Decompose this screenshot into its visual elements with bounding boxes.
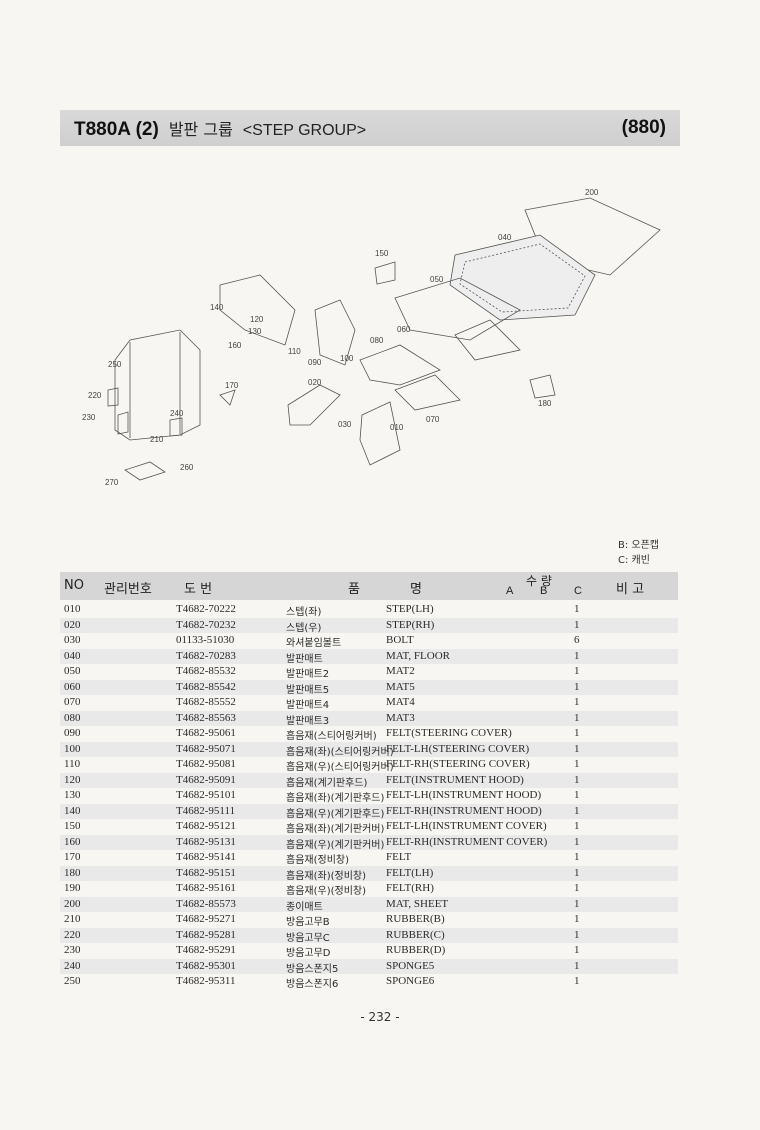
part-label: 220	[88, 391, 102, 400]
part-label: 260	[180, 463, 194, 472]
model-number: T880A (2)	[74, 118, 159, 140]
header-remarks: 비 고	[616, 582, 645, 597]
quantity-legend: B: 오픈캡 C: 캐빈	[618, 538, 659, 568]
legend-b: B: 오픈캡	[618, 540, 660, 551]
part-label: 010	[390, 423, 404, 432]
part-label: 130	[248, 327, 262, 336]
part-label: 150	[375, 249, 389, 258]
part-label: 100	[340, 354, 354, 363]
header-drawing-number: 도 번	[184, 582, 213, 597]
group-code: (880)	[621, 117, 666, 138]
part-label: 080	[370, 336, 384, 345]
header-name-part2: 명	[410, 582, 422, 597]
part-label: 270	[105, 478, 119, 487]
part-label: 120	[250, 315, 264, 324]
part-label: 060	[397, 325, 411, 334]
header-qty-a: A	[506, 585, 514, 597]
part-label: 020	[308, 378, 322, 387]
header-name-part1: 품	[348, 582, 360, 597]
part-label: 110	[288, 347, 301, 356]
part-label: 240	[170, 409, 184, 418]
part-label: 090	[308, 358, 322, 367]
group-title-korean: 발판 그룹	[168, 119, 233, 139]
page-number: - 232 -	[360, 1010, 400, 1024]
section-header: T880A (2) 발판 그룹 <STEP GROUP> (880)	[60, 110, 680, 146]
legend-c: C: 캐빈	[618, 555, 650, 566]
part-label: 070	[426, 415, 440, 424]
header-management-number: 관리번호	[104, 582, 152, 597]
part-label: 050	[430, 275, 444, 284]
part-label: 210	[150, 435, 164, 444]
parts-illustration: 200 040 150 050 140 120 130 160 060 080 …	[82, 188, 661, 487]
group-title-english: <STEP GROUP>	[242, 121, 367, 139]
header-title-group: T880A (2) 발판 그룹 <STEP GROUP>	[74, 116, 366, 141]
header-quantity: 수 량	[526, 574, 552, 588]
header-qty-c: C	[574, 585, 582, 597]
part-label: 250	[108, 360, 122, 369]
part-label: 160	[228, 341, 242, 350]
part-label: 170	[225, 381, 239, 390]
header-qty-b: B	[540, 585, 548, 597]
header-no: NO	[64, 578, 84, 593]
exploded-parts-diagram: 200 040 150 050 140 120 130 160 060 080 …	[70, 180, 680, 510]
part-label: 200	[585, 188, 599, 197]
part-label: 140	[210, 303, 224, 312]
part-label: 230	[82, 413, 96, 422]
part-label: 180	[538, 399, 552, 408]
part-label: 030	[338, 420, 352, 429]
part-label: 040	[498, 233, 512, 242]
parts-table-header: NO 관리번호 도 번 품 명 수 량 A B C 비 고	[60, 572, 678, 600]
